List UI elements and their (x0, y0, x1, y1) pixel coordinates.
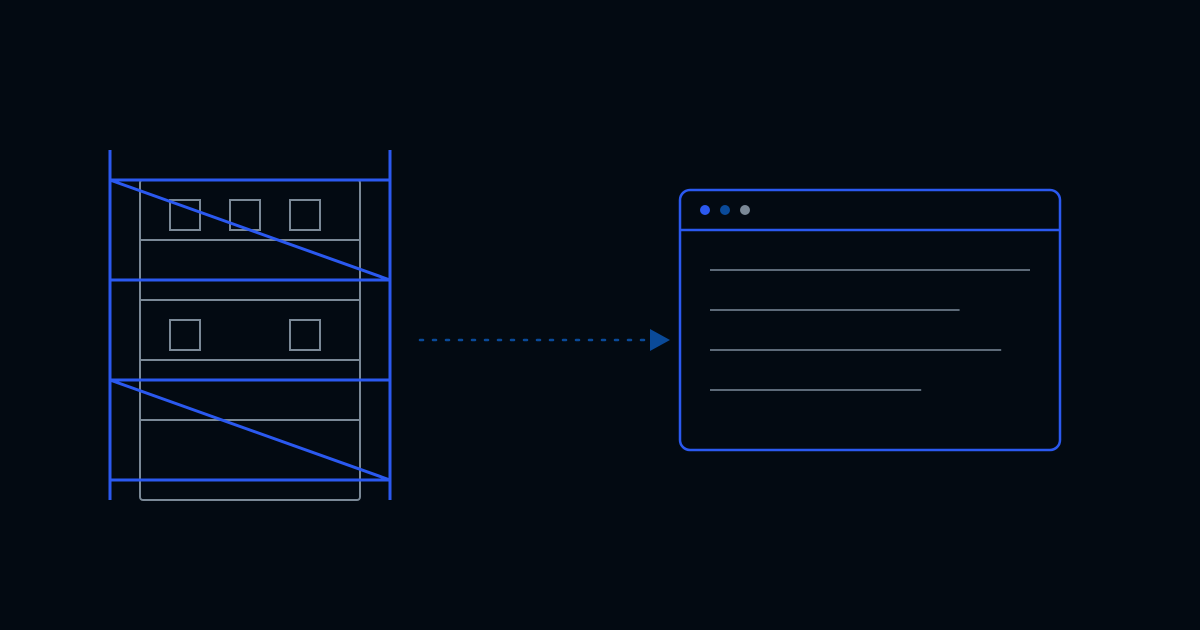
arrow-head (650, 329, 670, 351)
titlebar-dot (720, 205, 730, 215)
window-square (169, 199, 201, 231)
building-outline (139, 179, 361, 501)
browser-frame (678, 188, 1062, 452)
titlebar-dot (740, 205, 750, 215)
window-square (289, 319, 321, 351)
window-square (289, 199, 321, 231)
scaffold-brace (109, 178, 391, 282)
scaffolding-building-icon (108, 150, 392, 501)
window-square (169, 319, 201, 351)
content-lines (710, 269, 1030, 391)
dotted-arrow-icon (418, 329, 670, 351)
window-square (229, 199, 261, 231)
titlebar-dot (700, 205, 710, 215)
browser-window-icon (678, 188, 1062, 452)
scaffold-brace (109, 378, 391, 482)
